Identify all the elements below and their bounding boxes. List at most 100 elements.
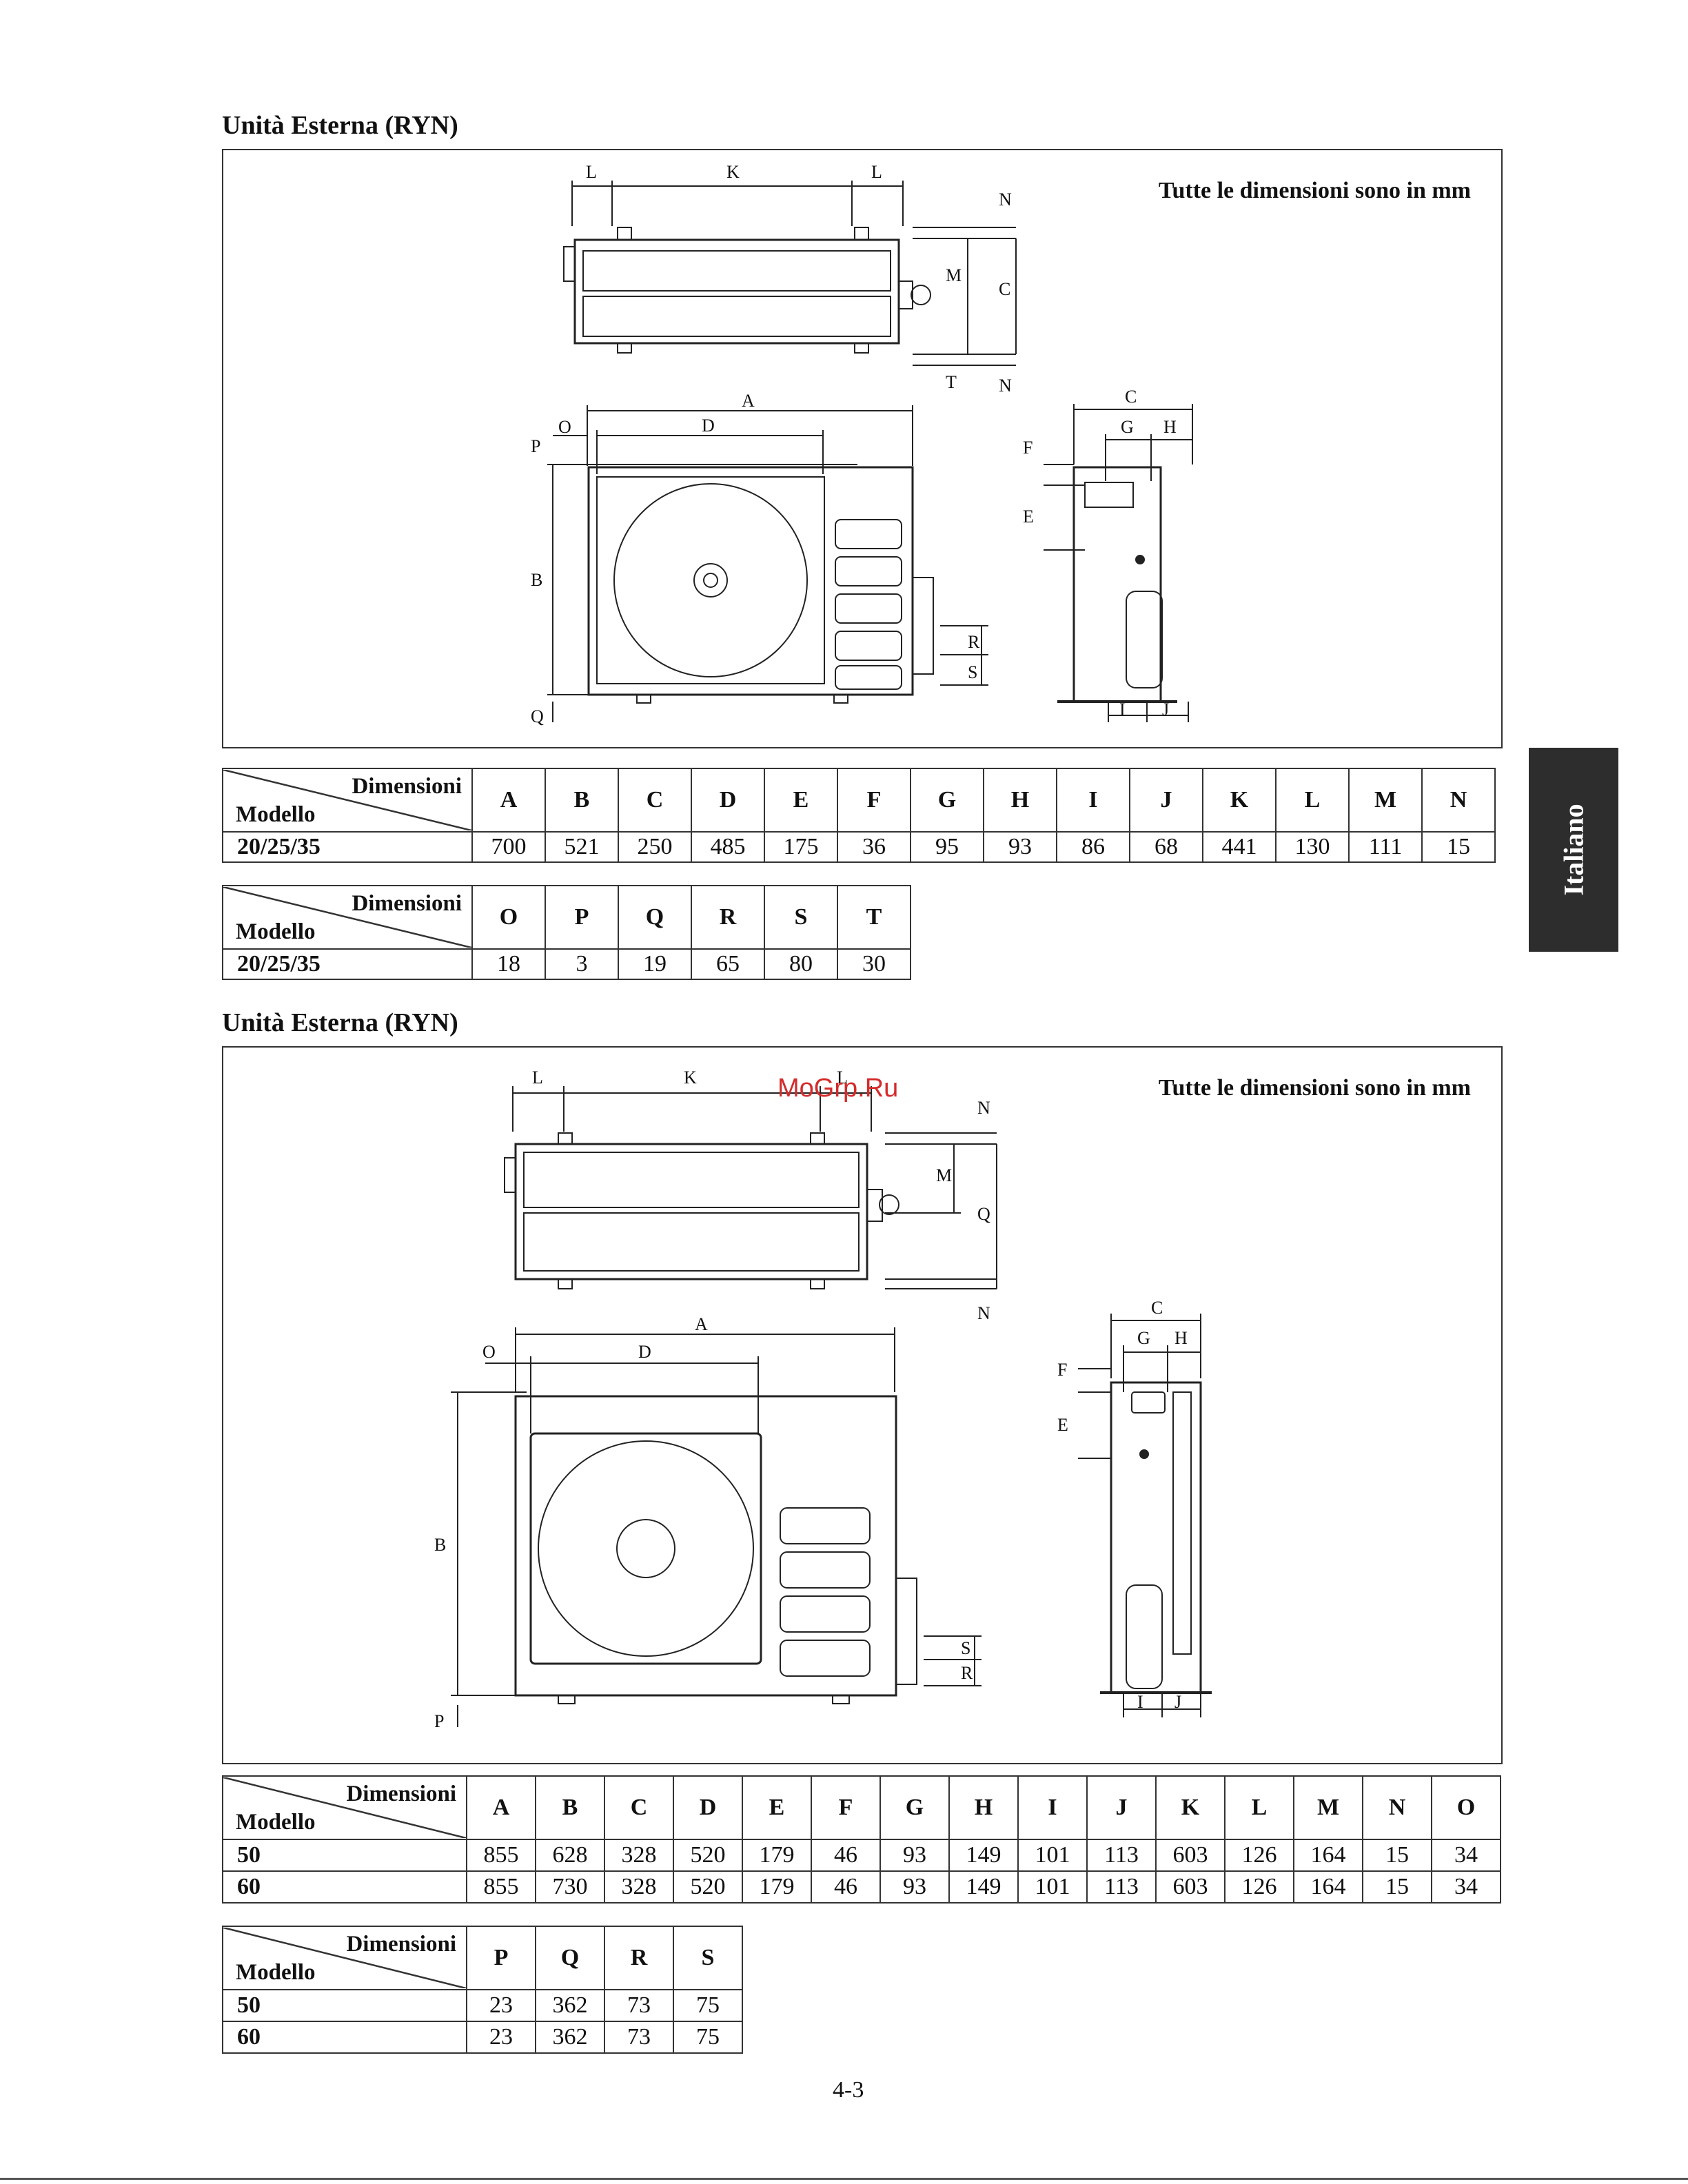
dim-label: F (1023, 438, 1033, 458)
side-view (1078, 1314, 1212, 1717)
dim-label: O (558, 417, 571, 437)
column-header: L (1224, 1775, 1294, 1840)
dim-label: P (531, 436, 540, 456)
column-header: Q (618, 885, 692, 950)
dim-label: H (1163, 417, 1177, 437)
value-cell: 164 (1293, 1870, 1363, 1904)
dim-label: F (1057, 1360, 1067, 1380)
column-header: G (879, 1775, 950, 1840)
value-cell: 485 (691, 831, 765, 863)
header-dimensions: Dimensioni (346, 1782, 456, 1806)
column-header: C (604, 1775, 674, 1840)
column-header: H (983, 768, 1057, 833)
bottom-divider (0, 2178, 1688, 2180)
dim-label: N (977, 1303, 990, 1323)
top-view (504, 1086, 997, 1289)
dim-label: N (977, 1098, 990, 1118)
outdoor-unit-drawing: L K L N M Q N (434, 1068, 1212, 1731)
value-cell: 75 (673, 1989, 743, 2022)
section-title: Unità Esterna (RYN) (222, 1008, 458, 1037)
value-cell: 362 (535, 1989, 605, 2022)
value-cell: 93 (879, 1870, 950, 1904)
column-header: I (1056, 768, 1130, 833)
value-cell: 73 (604, 2021, 674, 2054)
column-header: E (742, 1775, 812, 1840)
value-cell: 15 (1421, 831, 1496, 863)
front-view (451, 1327, 982, 1727)
dim-label: C (999, 279, 1010, 299)
value-cell: 126 (1224, 1870, 1294, 1904)
header-dimensions: Dimensioni (346, 1932, 456, 1957)
value-cell: 101 (1017, 1839, 1088, 1872)
dim-label: Q (977, 1204, 990, 1224)
language-tab-label: Italiano (1558, 804, 1589, 896)
column-header: K (1202, 768, 1277, 833)
dim-label: K (684, 1068, 697, 1088)
model-cell: 50 (222, 1989, 467, 2022)
value-cell: 111 (1348, 831, 1423, 863)
dim-label: N (999, 190, 1012, 210)
units-note: Tutte le dimensioni sono in mm (1158, 1075, 1471, 1101)
value-cell: 3 (545, 948, 619, 980)
model-cell: 50 (222, 1839, 467, 1872)
column-header: Q (535, 1926, 605, 1990)
column-header: L (1275, 768, 1350, 833)
model-cell: 60 (222, 2021, 467, 2054)
dim-label: M (936, 1165, 952, 1185)
value-cell: 521 (545, 831, 619, 863)
dim-label: O (482, 1342, 496, 1362)
side-view (1044, 404, 1193, 722)
dim-label: C (1125, 387, 1137, 407)
value-cell: 130 (1275, 831, 1350, 863)
value-cell: 101 (1017, 1870, 1088, 1904)
value-cell: 628 (535, 1839, 605, 1872)
dim-label: N (999, 376, 1012, 396)
header-model: Modello (236, 919, 316, 944)
value-cell: 164 (1293, 1839, 1363, 1872)
dimension-diagram-large-unit: Tutte le dimensioni sono in mm (222, 1046, 1503, 1764)
dim-label: A (742, 391, 755, 411)
value-cell: 46 (811, 1870, 881, 1904)
column-header: E (764, 768, 838, 833)
value-cell: 441 (1202, 831, 1277, 863)
value-cell: 93 (879, 1839, 950, 1872)
dim-label: C (1151, 1298, 1163, 1318)
dim-label: P (434, 1711, 444, 1731)
value-cell: 113 (1086, 1839, 1157, 1872)
column-header: O (471, 885, 546, 950)
dim-label: G (1137, 1328, 1150, 1348)
column-header: B (545, 768, 619, 833)
header-model: Modello (236, 802, 316, 827)
dim-label: R (961, 1663, 973, 1683)
dim-label: Q (531, 706, 544, 726)
value-cell: 149 (948, 1870, 1019, 1904)
column-header: P (545, 885, 619, 950)
column-header: B (535, 1775, 605, 1840)
dim-label: M (946, 265, 962, 285)
value-cell: 95 (910, 831, 984, 863)
section-title: Unità Esterna (RYN) (222, 111, 458, 140)
model-cell: 20/25/35 (222, 831, 473, 863)
value-cell: 15 (1362, 1839, 1432, 1872)
watermark-text: MoGrp.Ru (777, 1074, 899, 1103)
dim-label: S (968, 662, 977, 682)
column-header: A (471, 768, 546, 833)
value-cell: 603 (1155, 1839, 1226, 1872)
dim-label: B (434, 1535, 446, 1555)
table-row: 20/25/35 700 521 250 485 175 36 95 93 86… (222, 831, 1496, 863)
dim-label: K (726, 162, 740, 182)
column-header: F (837, 768, 911, 833)
dim-label: R (968, 632, 980, 652)
value-cell: 15 (1362, 1870, 1432, 1904)
value-cell: 34 (1431, 1870, 1501, 1904)
dim-label: L (837, 1068, 848, 1088)
dim-label: A (695, 1314, 708, 1334)
dim-label: E (1057, 1415, 1068, 1435)
dimension-diagram-small-unit: Tutte le dimensioni sono in mm (222, 149, 1503, 748)
dim-label: B (531, 570, 542, 590)
dim-label: I (1119, 700, 1126, 720)
value-cell: 30 (837, 948, 911, 980)
value-cell: 362 (535, 2021, 605, 2054)
